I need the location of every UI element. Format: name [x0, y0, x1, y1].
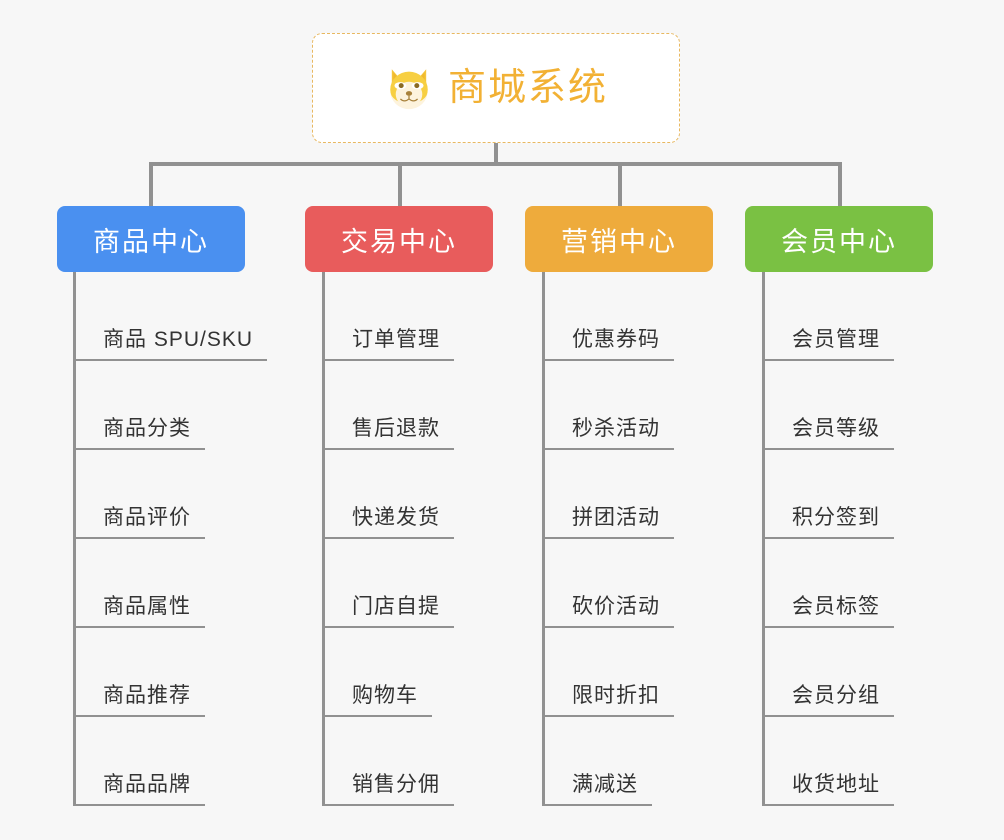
connector-spine-3 [542, 272, 545, 806]
leaf-item-label: 积分签到 [762, 507, 894, 539]
leaf-item[interactable]: 商品 SPU/SKU [73, 272, 268, 361]
leaf-item-label: 商品 SPU/SKU [73, 329, 268, 361]
leaf-item-label: 购物车 [322, 685, 432, 717]
leaf-list-3: 优惠券码秒杀活动拼团活动砍价活动限时折扣满减送 [542, 272, 674, 806]
leaf-item[interactable]: 商品分类 [73, 361, 267, 450]
category-column-1: 商品中心商品 SPU/SKU 商品分类商品评价商品属性商品推荐商品品牌 [57, 206, 268, 806]
leaf-item-label: 会员管理 [762, 329, 894, 361]
root-title: 商城系统 [447, 67, 608, 109]
connector-drop-1 [149, 162, 153, 206]
leaf-item-label: 砍价活动 [542, 596, 674, 628]
leaf-item[interactable]: 快递发货 [322, 450, 454, 539]
leaf-item-label: 商品分类 [73, 418, 205, 450]
leaf-item[interactable]: 收货地址 [762, 717, 894, 806]
leaf-item[interactable]: 限时折扣 [542, 628, 674, 717]
leaf-item[interactable]: 积分签到 [762, 450, 894, 539]
category-column-4: 会员中心会员管理会员等级积分签到会员标签会员分组收货地址 [745, 206, 933, 806]
leaf-item[interactable]: 优惠券码 [542, 272, 674, 361]
leaf-list-1: 商品 SPU/SKU 商品分类商品评价商品属性商品推荐商品品牌 [73, 272, 268, 806]
leaf-item-label: 限时折扣 [542, 685, 674, 717]
category-box-3[interactable]: 营销中心 [525, 206, 713, 272]
leaf-item[interactable]: 售后退款 [322, 361, 454, 450]
category-label: 交易中心 [341, 226, 457, 257]
leaf-item-label: 满减送 [542, 774, 652, 806]
leaf-item[interactable]: 秒杀活动 [542, 361, 674, 450]
leaf-item[interactable]: 会员等级 [762, 361, 894, 450]
root-node[interactable]: 商城系统 [312, 33, 680, 143]
connector-root-stub [494, 143, 498, 165]
leaf-item-label: 商品品牌 [73, 774, 205, 806]
leaf-item[interactable]: 门店自提 [322, 539, 454, 628]
leaf-item-label: 会员分组 [762, 685, 894, 717]
leaf-item[interactable]: 满减送 [542, 717, 674, 806]
connector-drop-4 [838, 162, 842, 206]
leaf-item[interactable]: 商品属性 [73, 539, 267, 628]
leaf-item-label: 售后退款 [322, 418, 454, 450]
category-label: 会员中心 [781, 226, 897, 257]
category-box-4[interactable]: 会员中心 [745, 206, 933, 272]
leaf-item-label: 订单管理 [322, 329, 454, 361]
category-label: 营销中心 [561, 226, 677, 257]
connector-spine-2 [322, 272, 325, 806]
leaf-item-label: 门店自提 [322, 596, 454, 628]
connector-drop-3 [618, 162, 622, 206]
leaf-item-label: 拼团活动 [542, 507, 674, 539]
leaf-item-label: 快递发货 [322, 507, 454, 539]
category-column-2: 交易中心订单管理售后退款快递发货门店自提购物车销售分佣 [305, 206, 493, 806]
category-column-3: 营销中心优惠券码秒杀活动拼团活动砍价活动限时折扣满减送 [525, 206, 713, 806]
leaf-list-4: 会员管理会员等级积分签到会员标签会员分组收货地址 [762, 272, 894, 806]
leaf-item-label: 秒杀活动 [542, 418, 674, 450]
leaf-item-label: 商品属性 [73, 596, 205, 628]
leaf-item[interactable]: 会员管理 [762, 272, 894, 361]
connector-spine-4 [762, 272, 765, 806]
category-box-2[interactable]: 交易中心 [305, 206, 493, 272]
leaf-item[interactable]: 砍价活动 [542, 539, 674, 628]
leaf-item-label: 会员等级 [762, 418, 894, 450]
leaf-item[interactable]: 订单管理 [322, 272, 454, 361]
leaf-list-2: 订单管理售后退款快递发货门店自提购物车销售分佣 [322, 272, 454, 806]
connector-horizontal-bar [149, 162, 840, 166]
leaf-item[interactable]: 销售分佣 [322, 717, 454, 806]
connector-spine-1 [73, 272, 76, 806]
category-box-1[interactable]: 商品中心 [57, 206, 245, 272]
connector-drop-2 [398, 162, 402, 206]
leaf-item-label: 商品评价 [73, 507, 205, 539]
leaf-item-label: 收货地址 [762, 774, 894, 806]
leaf-item[interactable]: 拼团活动 [542, 450, 674, 539]
leaf-item[interactable]: 会员分组 [762, 628, 894, 717]
leaf-item-label: 销售分佣 [322, 774, 454, 806]
dog-face-emoji-icon [384, 63, 434, 113]
leaf-item[interactable]: 会员标签 [762, 539, 894, 628]
leaf-item[interactable]: 商品评价 [73, 450, 267, 539]
leaf-item[interactable]: 商品品牌 [73, 717, 267, 806]
leaf-item-label: 优惠券码 [542, 329, 674, 361]
leaf-item-label: 商品推荐 [73, 685, 205, 717]
leaf-item-label: 会员标签 [762, 596, 894, 628]
category-label: 商品中心 [93, 226, 209, 257]
leaf-item[interactable]: 商品推荐 [73, 628, 267, 717]
leaf-item[interactable]: 购物车 [322, 628, 454, 717]
